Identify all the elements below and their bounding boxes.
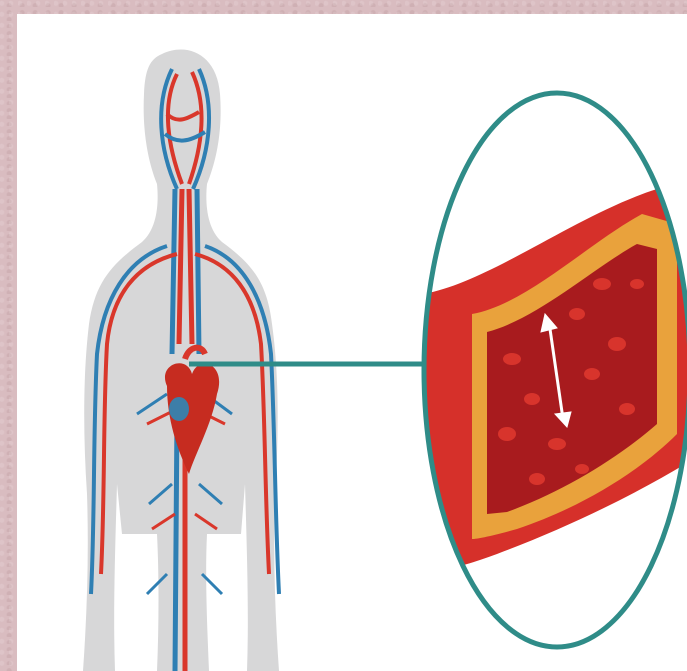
illustration-canvas bbox=[17, 14, 687, 671]
body-silhouette bbox=[83, 50, 279, 671]
magnified-vessel-circle bbox=[422, 93, 687, 647]
circulatory-system-illustration bbox=[17, 14, 687, 671]
human-body-illustration bbox=[83, 50, 279, 671]
